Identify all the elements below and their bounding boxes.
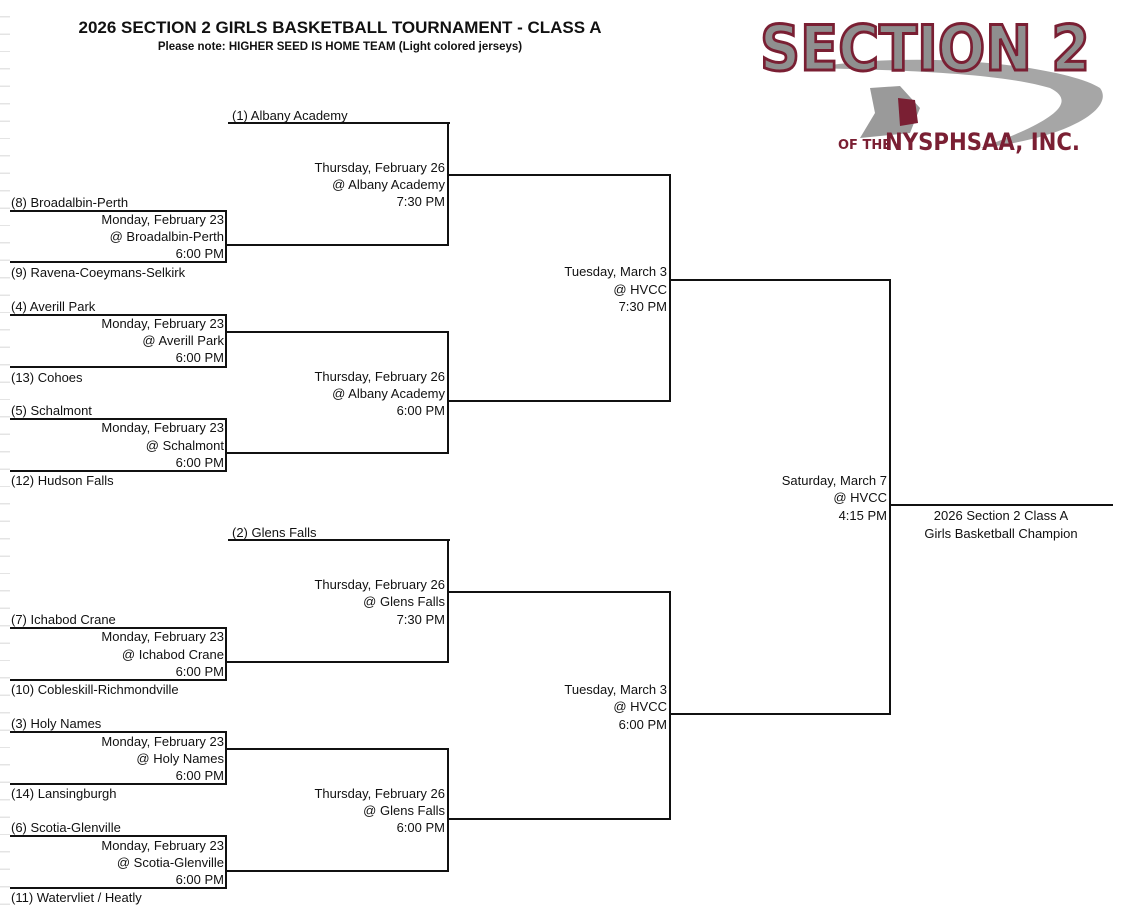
game-date: Saturday, March 7 bbox=[781, 473, 887, 488]
game-time: 6:00 PM bbox=[175, 246, 224, 261]
game-site: @ Holy Names bbox=[136, 751, 224, 766]
team-seed-5: (5) Schalmont bbox=[11, 403, 92, 418]
game-time: 6:00 PM bbox=[618, 717, 667, 732]
game-time: 6:00 PM bbox=[396, 820, 445, 835]
game-date: Thursday, February 26 bbox=[314, 786, 445, 801]
team-seed-14: (14) Lansingburgh bbox=[11, 786, 117, 801]
game-site: @ HVCC bbox=[613, 699, 667, 714]
svg-text:SECTION 2: SECTION 2 bbox=[760, 12, 1090, 85]
game-time: 4:15 PM bbox=[838, 508, 887, 523]
game-date: Tuesday, March 3 bbox=[564, 682, 667, 697]
team-seed-12: (12) Hudson Falls bbox=[11, 473, 114, 488]
team-seed-2: (2) Glens Falls bbox=[232, 525, 317, 540]
spreadsheet-row-gridlines bbox=[0, 0, 10, 917]
game-site: @ Broadalbin-Perth bbox=[109, 229, 224, 244]
game-time: 6:00 PM bbox=[175, 872, 224, 887]
game-date: Monday, February 23 bbox=[101, 838, 224, 853]
game-time: 6:00 PM bbox=[175, 768, 224, 783]
game-date: Monday, February 23 bbox=[101, 629, 224, 644]
game-site: @ Albany Academy bbox=[332, 386, 445, 401]
section-2-logo: SECTION 2 OF THE NYSPHSAA, INC. bbox=[759, 11, 1103, 156]
game-site: @ HVCC bbox=[613, 282, 667, 297]
game-time: 6:00 PM bbox=[175, 455, 224, 470]
champion-label-line1: 2026 Section 2 Class A bbox=[933, 508, 1069, 523]
game-site: @ Scotia-Glenville bbox=[116, 855, 224, 870]
game-time: 7:30 PM bbox=[396, 194, 445, 209]
game-site: @ Glens Falls bbox=[363, 803, 445, 818]
game-time: 7:30 PM bbox=[618, 299, 667, 314]
game-date: Tuesday, March 3 bbox=[564, 264, 667, 279]
team-seed-6: (6) Scotia-Glenville bbox=[11, 820, 121, 835]
team-seed-4: (4) Averill Park bbox=[11, 299, 96, 314]
game-date: Monday, February 23 bbox=[101, 212, 224, 227]
team-seed-3: (3) Holy Names bbox=[11, 716, 102, 731]
game-date: Monday, February 23 bbox=[101, 316, 224, 331]
game-site: @ Averill Park bbox=[142, 333, 224, 348]
game-date: Monday, February 23 bbox=[101, 420, 224, 435]
game-time: 6:00 PM bbox=[175, 350, 224, 365]
game-site: @ Albany Academy bbox=[332, 177, 445, 192]
page-title: 2026 SECTION 2 GIRLS BASKETBALL TOURNAME… bbox=[78, 18, 602, 37]
team-seed-13: (13) Cohoes bbox=[11, 370, 83, 385]
game-site: @ HVCC bbox=[833, 490, 887, 505]
game-time: 6:00 PM bbox=[175, 664, 224, 679]
game-time: 6:00 PM bbox=[396, 403, 445, 418]
team-seed-10: (10) Cobleskill-Richmondville bbox=[11, 682, 179, 697]
game-date: Thursday, February 26 bbox=[314, 577, 445, 592]
home-team-note: Please note: HIGHER SEED IS HOME TEAM (L… bbox=[157, 41, 523, 53]
champion-label-line2: Girls Basketball Champion bbox=[924, 526, 1078, 541]
game-site: @ Schalmont bbox=[145, 438, 224, 453]
game-date: Thursday, February 26 bbox=[314, 160, 445, 175]
team-seed-1: (1) Albany Academy bbox=[232, 108, 348, 123]
svg-text:NYSPHSAA, INC.: NYSPHSAA, INC. bbox=[885, 128, 1080, 156]
game-date: Monday, February 23 bbox=[101, 734, 224, 749]
team-seed-8: (8) Broadalbin-Perth bbox=[11, 195, 129, 210]
team-seed-11: (11) Watervliet / Heatly bbox=[11, 890, 142, 905]
team-seed-9: (9) Ravena-Coeymans-Selkirk bbox=[11, 265, 186, 280]
game-site: @ Ichabod Crane bbox=[121, 647, 224, 662]
svg-text:OF THE: OF THE bbox=[838, 138, 891, 153]
team-seed-7: (7) Ichabod Crane bbox=[11, 612, 116, 627]
game-date: Thursday, February 26 bbox=[314, 369, 445, 384]
game-time: 7:30 PM bbox=[396, 612, 445, 627]
game-site: @ Glens Falls bbox=[363, 594, 445, 609]
